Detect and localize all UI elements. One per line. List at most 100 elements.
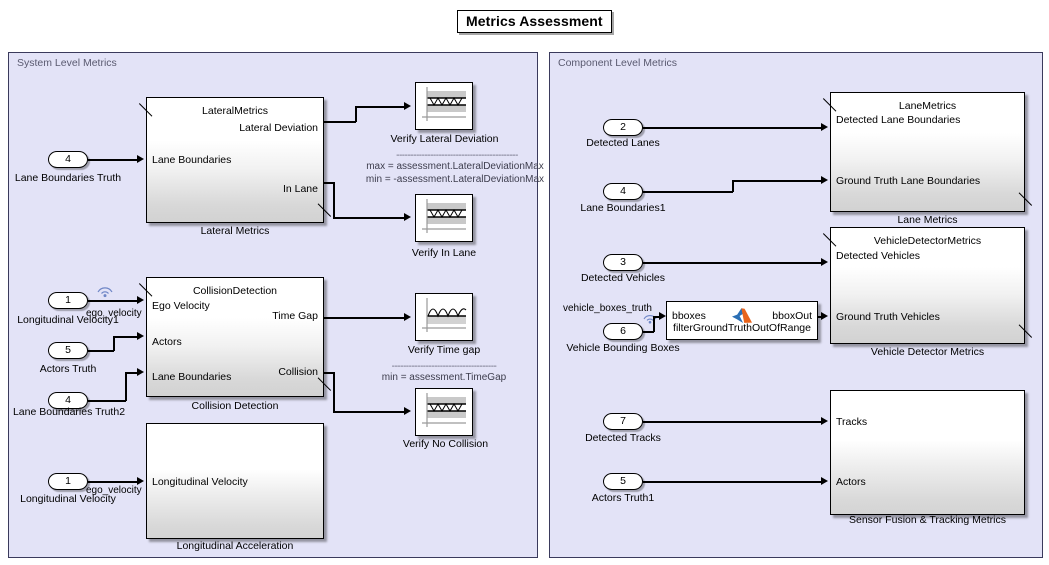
model-ref-corner-icon: [310, 209, 323, 222]
arrow-icon: [404, 213, 411, 221]
wire-actors-b: [113, 336, 115, 351]
model-ref-corner-icon: [1011, 198, 1024, 211]
mlfcn-port-in-bboxes: bboxes: [672, 310, 706, 322]
scope-verify-time-gap[interactable]: [415, 293, 473, 341]
scope-verify-in-lane[interactable]: [415, 194, 473, 242]
block-title-lateral-metrics: LateralMetrics: [202, 105, 268, 117]
scope-verify-no-collision[interactable]: [415, 388, 473, 436]
inport-label-actors-truth1: Actors Truth1: [591, 492, 655, 504]
inport-label-longitudinal-velocity: Longitudinal Velocity: [20, 493, 116, 505]
inport-longitudinal-velocity[interactable]: 1: [48, 473, 88, 490]
arrow-icon: [821, 477, 828, 485]
inport-label-detected-lanes: Detected Lanes: [586, 137, 660, 149]
wire-actors-truth1: [643, 481, 821, 483]
annotation-divider-lateral: ----------------------------------------…: [396, 150, 518, 161]
inport-actors-truth[interactable]: 5: [48, 342, 88, 359]
arrow-icon: [137, 477, 144, 485]
band-zigzag-icon: [422, 393, 466, 427]
port-in-longitudinal-velocity: Longitudinal Velocity: [152, 476, 248, 488]
block-collision-detection[interactable]: CollisionDetection Ego Velocity Actors L…: [146, 277, 324, 397]
inport-label-detected-vehicles: Detected Vehicles: [580, 272, 666, 284]
arrow-icon: [821, 123, 828, 131]
scope-verify-lateral-deviation[interactable]: [415, 82, 473, 130]
wire-vbb-b: [653, 316, 655, 332]
wire-vbb-a: [643, 331, 654, 333]
caption-lane-metrics: Lane Metrics: [897, 214, 958, 226]
wire-time-gap: [324, 317, 405, 319]
mlfcn-name: filterGroundTruthOutOfRange: [673, 322, 811, 334]
inport-lane-boundaries1[interactable]: 4: [603, 183, 643, 200]
wire-collision-b: [333, 372, 335, 413]
caption-verify-lateral-deviation: Verify Lateral Deviation: [390, 133, 499, 145]
wire-actors-a: [88, 350, 114, 352]
wire-in-lane-a: [324, 182, 334, 184]
inport-label-lane-boundaries-truth: Lane Boundaries Truth: [14, 172, 122, 184]
panel-component-level-title: Component Level Metrics: [558, 57, 678, 69]
wire-bboxout: [818, 316, 823, 318]
port-in-ground-truth-vehicles: Ground Truth Vehicles: [836, 311, 940, 323]
wire-lanebnd2-b: [125, 372, 127, 401]
wire-lanebnd2-c: [125, 372, 138, 374]
block-title-vehicle-detector-metrics: VehicleDetectorMetrics: [873, 235, 982, 247]
block-sensor-fusion-tracking-metrics[interactable]: Tracks Actors: [830, 390, 1025, 515]
sine-min-band-icon: [422, 298, 467, 332]
caption-sensor-fusion-tracking-metrics: Sensor Fusion & Tracking Metrics: [849, 514, 1006, 526]
wireless-goto-icon: [643, 315, 657, 324]
mlfcn-port-out-bboxout: bboxOut: [772, 310, 812, 322]
arrow-icon: [137, 296, 144, 304]
wire-lane-boundaries-truth: [88, 159, 138, 161]
model-ref-corner-icon: [1011, 330, 1024, 343]
inport-detected-lanes[interactable]: 2: [603, 119, 643, 136]
arrow-icon: [404, 102, 411, 110]
band-zigzag-icon: [422, 87, 466, 121]
block-title-collision-detection: CollisionDetection: [192, 285, 278, 297]
annotation-divider-collision: -------------------------------------: [391, 361, 497, 372]
port-in-ego-velocity: Ego Velocity: [152, 300, 210, 312]
inport-detected-tracks[interactable]: 7: [603, 413, 643, 430]
port-out-lateral-deviation: Lateral Deviation: [239, 122, 318, 134]
arrow-icon: [821, 258, 828, 266]
block-vehicle-detector-metrics[interactable]: VehicleDetectorMetrics Detected Vehicles…: [830, 227, 1025, 344]
port-out-time-gap: Time Gap: [272, 310, 318, 322]
wire-vbb-c: [653, 316, 661, 318]
port-out-in-lane: In Lane: [282, 183, 318, 195]
caption-vehicle-detector-metrics: Vehicle Detector Metrics: [870, 346, 985, 358]
wire-lateral-deviation-b: [355, 106, 357, 122]
port-in-tracks: Tracks: [836, 416, 868, 428]
annotation-time-gap-min: min = assessment.TimeGap: [381, 372, 507, 383]
signal-label-ego-velocity-2: ego_velocity: [86, 485, 142, 496]
inport-detected-vehicles[interactable]: 3: [603, 254, 643, 271]
wire-collision-a: [324, 372, 334, 374]
arrow-icon: [137, 368, 144, 376]
wireless-goto-icon: [97, 287, 113, 298]
wire-lateral-deviation-a: [324, 121, 356, 123]
inport-lane-boundaries-truth2[interactable]: 4: [48, 392, 88, 409]
inport-lane-boundaries-truth[interactable]: 4: [48, 151, 88, 168]
inport-actors-truth1[interactable]: 5: [603, 473, 643, 490]
port-in-detected-vehicles: Detected Vehicles: [836, 250, 921, 262]
block-lateral-metrics[interactable]: LateralMetrics Lane Boundaries Lateral D…: [146, 97, 324, 223]
wire-detected-tracks: [643, 421, 821, 423]
signal-label-vehicle-boxes-truth: vehicle_boxes_truth: [563, 303, 652, 314]
wire-ego-velocity-2: [88, 481, 138, 483]
arrow-icon: [137, 155, 144, 163]
arrow-icon: [821, 176, 828, 184]
wire-ego-velocity-1: [88, 300, 138, 302]
inport-longitudinal-velocity1[interactable]: 1: [48, 292, 88, 309]
block-longitudinal-acceleration[interactable]: Longitudinal Velocity: [146, 423, 324, 539]
block-lane-metrics[interactable]: LaneMetrics Detected Lane Boundaries Gro…: [830, 92, 1025, 212]
arrow-icon: [659, 312, 666, 320]
arrow-icon: [404, 313, 411, 321]
signal-label-ego-velocity-1: ego_velocity: [86, 308, 142, 319]
inport-vehicle-bounding-boxes[interactable]: 6: [603, 323, 643, 340]
block-filter-ground-truth-out-of-range[interactable]: bboxes bboxOut filterGroundTruthOutOfRan…: [666, 301, 818, 340]
wire-lane-boundaries1-a: [643, 191, 733, 193]
inport-label-actors-truth: Actors Truth: [39, 363, 97, 375]
model-ref-corner-icon: [310, 383, 323, 396]
arrow-icon: [137, 332, 144, 340]
inport-label-longitudinal-velocity1: Longitudinal Velocity1: [17, 314, 119, 326]
port-out-collision: Collision: [278, 366, 318, 378]
inport-label-vehicle-bounding-boxes: Vehicle Bounding Boxes: [566, 342, 680, 354]
annotation-lateral-max: max = assessment.LateralDeviationMax: [366, 161, 544, 172]
wire-detected-lanes: [643, 127, 821, 129]
